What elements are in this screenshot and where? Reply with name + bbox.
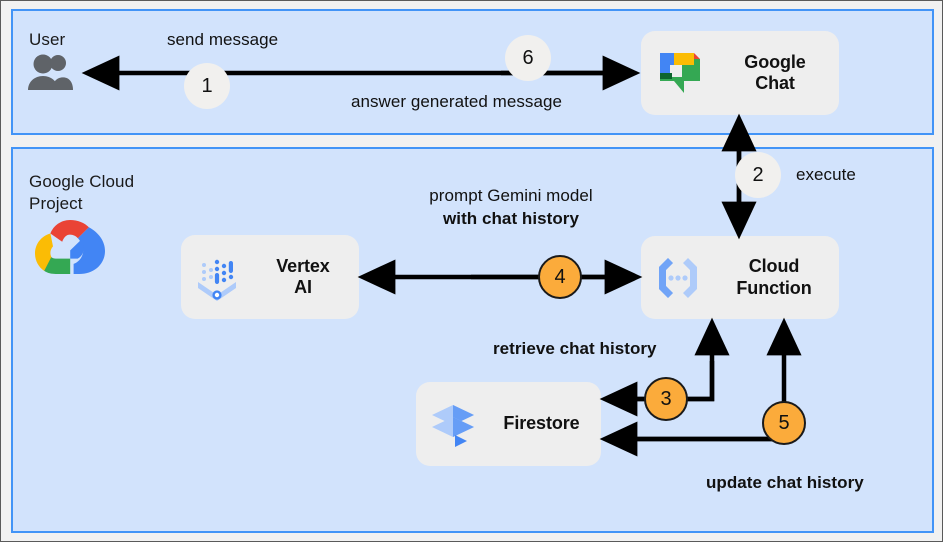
badge-step-2[interactable]: 2: [735, 152, 781, 198]
card-google-chat-label: Google Chat: [744, 51, 806, 93]
card-firestore[interactable]: Firestore: [416, 382, 601, 466]
label-retrieve-chat-history: retrieve chat history: [493, 339, 657, 358]
panel-user-title: User: [29, 30, 66, 49]
user-people-icon: [25, 53, 77, 93]
label-answer-generated-message: answer generated message: [351, 92, 562, 111]
card-google-chat[interactable]: Google Chat: [641, 31, 839, 115]
badge-step-6[interactable]: 6: [505, 35, 551, 81]
google-cloud-logo-icon: [34, 217, 106, 280]
label-prompt-gemini-model: prompt Gemini model: [429, 186, 593, 205]
label-update-chat-history: update chat history: [706, 473, 864, 492]
google-chat-icon: [649, 47, 711, 99]
panel-gcp-title: Google Cloud Project: [29, 172, 135, 213]
badge-step-5[interactable]: 5: [762, 401, 806, 445]
card-cloud-function[interactable]: Cloud Function: [641, 236, 839, 319]
card-vertex-ai[interactable]: Vertex AI: [181, 235, 359, 319]
badge-step-3[interactable]: 3: [644, 377, 688, 421]
firestore-icon: [424, 399, 482, 449]
card-vertex-ai-label: Vertex AI: [276, 255, 330, 297]
vertex-ai-icon: [187, 251, 247, 303]
label-with-chat-history: with chat history: [443, 209, 579, 228]
card-cloud-function-label: Cloud Function: [736, 256, 812, 298]
badge-step-1[interactable]: 1: [184, 63, 230, 109]
badge-step-4[interactable]: 4: [538, 255, 582, 299]
label-execute: execute: [796, 165, 856, 184]
card-firestore-label: Firestore: [503, 413, 580, 434]
label-send-message: send message: [167, 30, 279, 49]
cloud-function-icon: [647, 252, 709, 304]
